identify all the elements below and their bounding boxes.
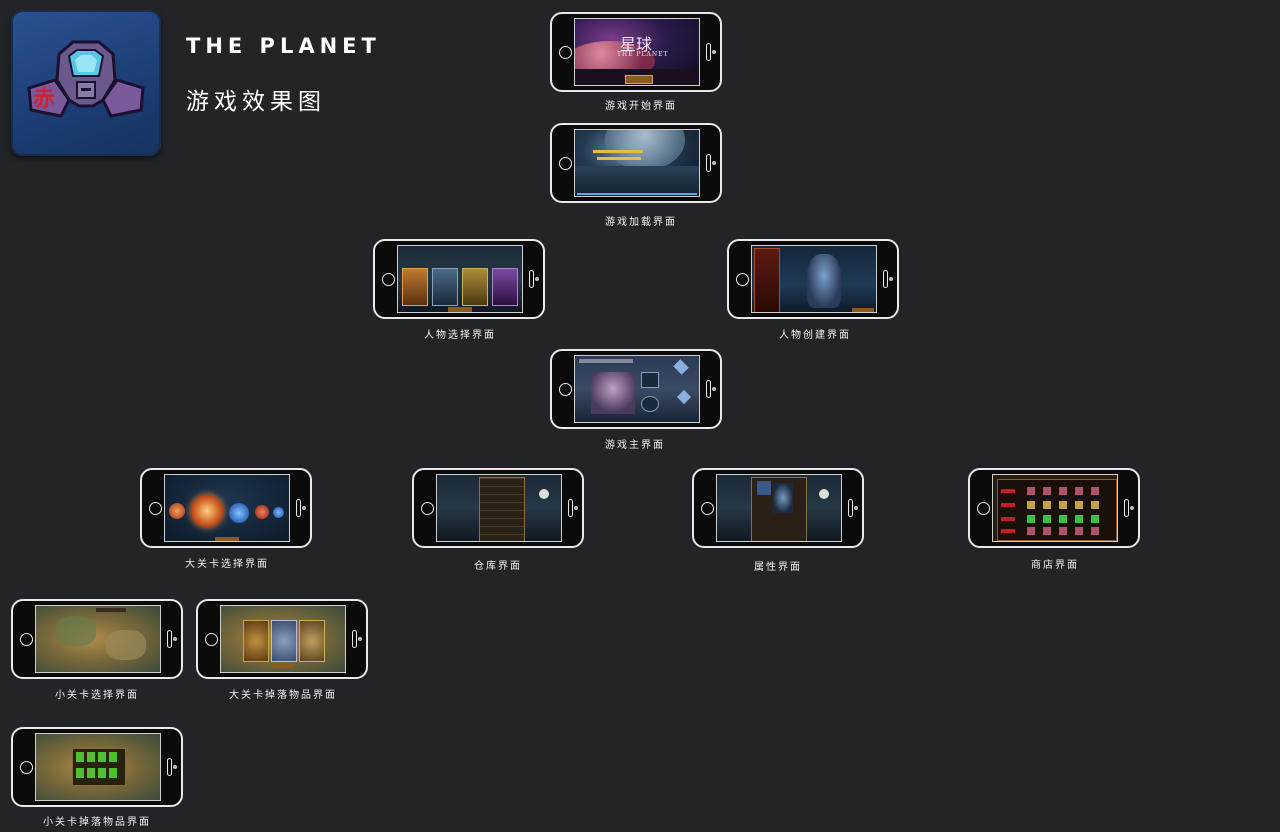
camera-icon bbox=[574, 506, 578, 510]
screen-label: 小关卡掉落物品界面 bbox=[43, 817, 151, 828]
phone-character-create-screen[interactable] bbox=[727, 239, 899, 319]
camera-icon bbox=[854, 506, 858, 510]
app-title: THE PLANET bbox=[186, 34, 381, 58]
speaker-icon bbox=[352, 630, 357, 648]
screen-preview bbox=[574, 355, 700, 423]
home-button-icon bbox=[977, 502, 990, 515]
home-button-icon bbox=[20, 633, 33, 646]
home-button-icon bbox=[559, 46, 572, 59]
screen-preview bbox=[436, 474, 562, 542]
screen-label: 游戏主界面 bbox=[605, 440, 665, 451]
phone-warehouse-screen[interactable] bbox=[412, 468, 584, 548]
screen-label: 游戏开始界面 bbox=[605, 101, 677, 112]
screen-label: 仓库界面 bbox=[474, 561, 522, 572]
camera-icon bbox=[302, 506, 306, 510]
phone-big-level-drops-screen[interactable] bbox=[196, 599, 368, 679]
phone-start-screen[interactable]: 星球 THE PLANET bbox=[550, 12, 722, 92]
phone-small-level-drops-screen[interactable] bbox=[11, 727, 183, 807]
speaker-icon bbox=[706, 43, 711, 61]
phone-shop-screen[interactable] bbox=[968, 468, 1140, 548]
speaker-icon bbox=[167, 758, 172, 776]
page-subtitle: 游戏效果图 bbox=[186, 89, 326, 115]
screen-label: 大关卡掉落物品界面 bbox=[229, 690, 337, 701]
camera-icon bbox=[173, 765, 177, 769]
camera-icon bbox=[712, 50, 716, 54]
screen-preview bbox=[164, 474, 290, 542]
phone-big-level-select-screen[interactable] bbox=[140, 468, 312, 548]
home-button-icon bbox=[736, 273, 749, 286]
screen-preview bbox=[35, 733, 161, 801]
camera-icon bbox=[712, 161, 716, 165]
speaker-icon bbox=[706, 154, 711, 172]
home-button-icon bbox=[559, 383, 572, 396]
screen-label: 商店界面 bbox=[1031, 560, 1079, 571]
svg-text:赤: 赤 bbox=[33, 86, 55, 112]
home-button-icon bbox=[382, 273, 395, 286]
speaker-icon bbox=[848, 499, 853, 517]
screen-label: 游戏加载界面 bbox=[605, 217, 677, 228]
screen-label: 小关卡选择界面 bbox=[55, 690, 139, 701]
app-logo: 赤 bbox=[11, 10, 161, 156]
screen-preview bbox=[992, 474, 1118, 542]
speaker-icon bbox=[706, 380, 711, 398]
speaker-icon bbox=[568, 499, 573, 517]
phone-small-level-select-screen[interactable] bbox=[11, 599, 183, 679]
game-subtitle-text: THE PLANET bbox=[617, 51, 669, 58]
screen-label: 人物创建界面 bbox=[779, 330, 851, 341]
home-button-icon bbox=[20, 761, 33, 774]
speaker-icon bbox=[1124, 499, 1129, 517]
speaker-icon bbox=[296, 499, 301, 517]
home-button-icon bbox=[421, 502, 434, 515]
home-button-icon bbox=[149, 502, 162, 515]
screen-label: 属性界面 bbox=[754, 562, 802, 573]
screen-preview bbox=[35, 605, 161, 673]
screen-preview bbox=[574, 129, 700, 197]
phone-main-screen[interactable] bbox=[550, 349, 722, 429]
speaker-icon bbox=[167, 630, 172, 648]
camera-icon bbox=[712, 387, 716, 391]
phone-character-select-screen[interactable] bbox=[373, 239, 545, 319]
screen-preview: 星球 THE PLANET bbox=[574, 18, 700, 86]
phone-attributes-screen[interactable] bbox=[692, 468, 864, 548]
camera-icon bbox=[889, 277, 893, 281]
screen-label: 大关卡选择界面 bbox=[185, 559, 269, 570]
speaker-icon bbox=[529, 270, 534, 288]
robot-helmet-icon: 赤 bbox=[27, 40, 145, 118]
home-button-icon bbox=[559, 157, 572, 170]
camera-icon bbox=[1130, 506, 1134, 510]
camera-icon bbox=[173, 637, 177, 641]
home-button-icon bbox=[205, 633, 218, 646]
game-title-text: 星球 bbox=[620, 35, 653, 54]
screen-preview bbox=[397, 245, 523, 313]
screen-preview bbox=[716, 474, 842, 542]
screen-label: 人物选择界面 bbox=[424, 330, 496, 341]
speaker-icon bbox=[883, 270, 888, 288]
camera-icon bbox=[358, 637, 362, 641]
screen-preview bbox=[751, 245, 877, 313]
home-button-icon bbox=[701, 502, 714, 515]
screen-preview bbox=[220, 605, 346, 673]
phone-loading-screen[interactable] bbox=[550, 123, 722, 203]
camera-icon bbox=[535, 277, 539, 281]
